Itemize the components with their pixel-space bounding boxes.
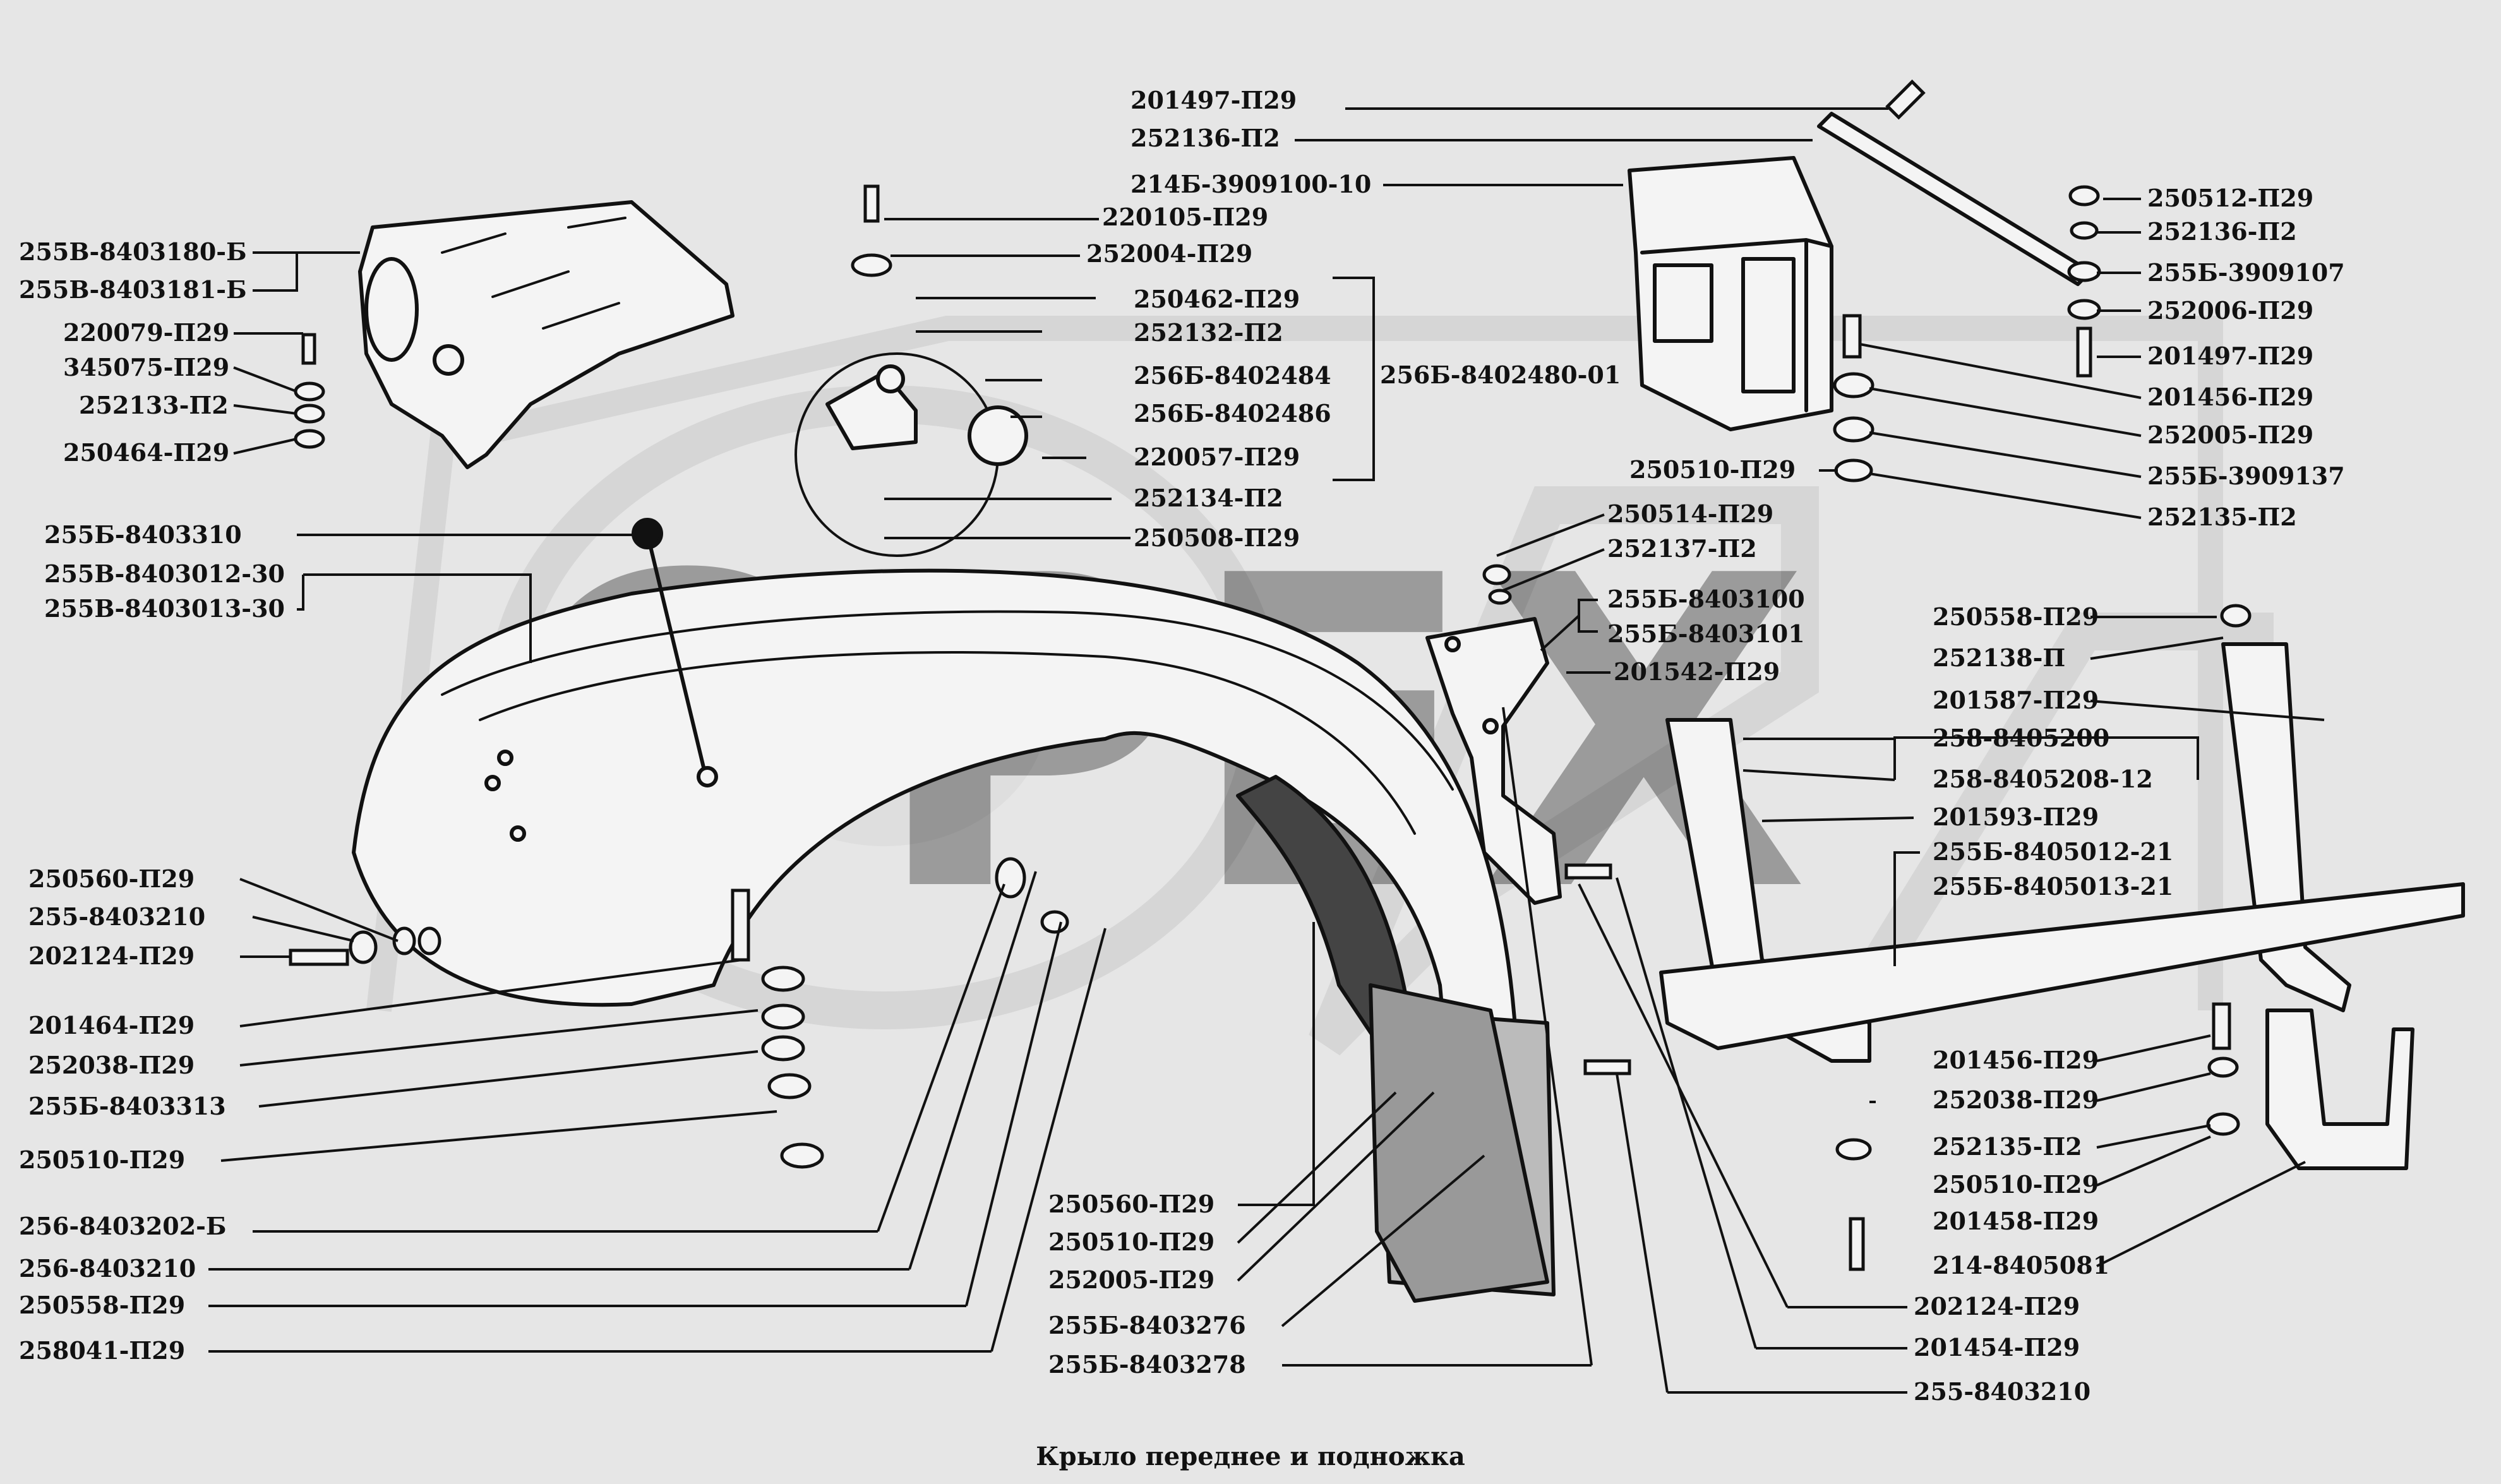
part-label: 250510-П29 [1629, 455, 1796, 484]
part-label: 220057-П29 [1134, 443, 1300, 471]
battery-box [1628, 112, 2092, 431]
part-labels: 201497-П29 252136-П2 214Б-3909100-10 220… [19, 86, 2345, 1406]
part-label: 255В-8403180-Б [19, 237, 247, 266]
part-label: 250558-П29 [19, 1291, 185, 1319]
part-label: 201497-П29 [2147, 342, 2313, 370]
part-label: 201497-П29 [1131, 86, 1297, 114]
rod-with-ball [632, 518, 718, 787]
part-label: 252005-П29 [2147, 421, 2313, 449]
leader-lines [208, 107, 2325, 1394]
part-label: 345075-П29 [63, 353, 229, 381]
part-label: 252137-П2 [1607, 534, 1757, 563]
part-label: 250512-П29 [2147, 184, 2313, 212]
part-label: 252038-П29 [1933, 1086, 2099, 1114]
part-label: 250510-П29 [1048, 1228, 1215, 1256]
part-label: 201587-П29 [1933, 686, 2099, 714]
part-label: 201542-П29 [1614, 657, 1780, 686]
part-label: 255В-8403013-30 [44, 594, 285, 623]
fasteners [289, 79, 2252, 1271]
part-label: 252134-П2 [1134, 484, 1283, 512]
part-label: 252135-П2 [2147, 503, 2297, 531]
part-label: 202124-П29 [1914, 1292, 2080, 1320]
part-label: 250462-П29 [1134, 285, 1300, 313]
part-label: 256-8403202-Б [19, 1212, 226, 1240]
part-label: 255В-8403181-Б [19, 275, 247, 304]
part-label: 250514-П29 [1607, 500, 1773, 528]
fender-top-cover [358, 200, 735, 469]
diagram-caption: Крыло переднее и подножка [1036, 1442, 1465, 1471]
part-label: 255Б-8405013-21 [1933, 872, 2173, 901]
part-label: 201454-П29 [1914, 1333, 2080, 1361]
part-label: 201593-П29 [1933, 803, 2099, 831]
part-label: 255Б-8403310 [44, 520, 242, 549]
part-label: 255Б-3909137 [2147, 462, 2345, 490]
part-label: 255-8403210 [1914, 1377, 2090, 1406]
part-label: 255Б-3909107 [2147, 258, 2345, 287]
part-label: 252136-П2 [1131, 124, 1280, 152]
part-label: 258-8405208-12 [1933, 765, 2153, 793]
mudflap [1369, 983, 1549, 1303]
part-label: 255Б-8405012-21 [1933, 837, 2173, 866]
part-label: 255-8403210 [28, 902, 205, 931]
part-label: 255В-8403012-30 [44, 559, 285, 588]
part-label: 250464-П29 [63, 438, 229, 467]
part-label: 250510-П29 [1933, 1170, 2099, 1199]
part-label: 201456-П29 [1933, 1046, 2099, 1074]
part-label: 258-8405200 [1933, 724, 2109, 752]
part-label: 201464-П29 [28, 1011, 195, 1039]
part-label: 252138-П [1933, 643, 2065, 672]
part-label: 252038-П29 [28, 1051, 195, 1079]
part-label: 255Б-8403101 [1607, 619, 1805, 648]
part-label: 256Б-8402480-01 [1380, 361, 1621, 389]
part-label: 250508-П29 [1134, 524, 1300, 552]
part-label: 256-8403210 [19, 1254, 196, 1283]
part-label: 201456-П29 [2147, 383, 2313, 411]
part-label: 220105-П29 [1102, 203, 1268, 231]
part-label: 252133-П2 [79, 391, 229, 419]
part-label: 250558-П29 [1933, 602, 2099, 631]
part-label: 250560-П29 [1048, 1190, 1215, 1218]
part-label: 214-8405081 [1933, 1251, 2109, 1279]
part-label: 255Б-8403278 [1048, 1350, 1246, 1379]
part-label: 201458-П29 [1933, 1207, 2099, 1235]
step-bracket [1425, 617, 1562, 905]
part-label: 252005-П29 [1048, 1266, 1215, 1294]
part-label: 220079-П29 [63, 318, 229, 347]
part-label: 255Б-8403313 [28, 1092, 226, 1120]
mount-bracket-detail [795, 352, 1028, 557]
part-label: 252006-П29 [2147, 296, 2313, 325]
part-label: 255Б-8403100 [1607, 585, 1805, 613]
part-label: 255Б-8403276 [1048, 1311, 1246, 1339]
part-label: 250510-П29 [19, 1146, 185, 1174]
part-label: 252135-П2 [1933, 1132, 2082, 1161]
part-label: 252136-П2 [2147, 217, 2297, 246]
small-bracket [2265, 1008, 2414, 1170]
part-label: 258041-П29 [19, 1336, 185, 1365]
part-label: 202124-П29 [28, 942, 195, 970]
footstep-frame [1659, 642, 2465, 1063]
part-label: 214Б-3909100-10 [1131, 170, 1371, 198]
part-label: 252132-П2 [1134, 318, 1283, 347]
part-label: 256Б-8402484 [1134, 361, 1331, 390]
part-label: 256Б-8402486 [1134, 399, 1331, 428]
part-label: 250560-П29 [28, 865, 195, 893]
part-label: 252004-П29 [1086, 239, 1252, 268]
